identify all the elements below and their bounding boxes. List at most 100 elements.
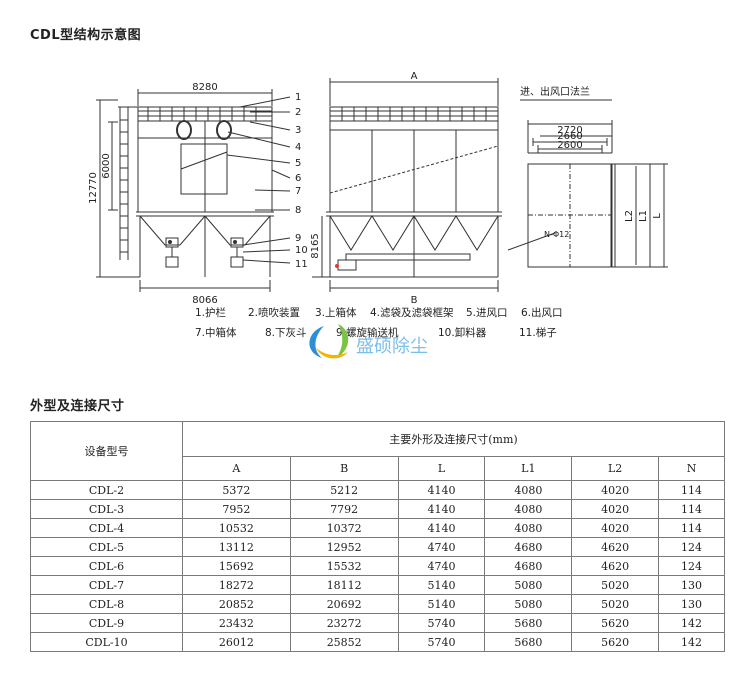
legend-item: 2.喷吹装置 [248,306,300,319]
cell-L2: 5020 [571,594,660,614]
cell-L: 5140 [397,594,486,614]
table-row: CDL-10 26012 25852 5740 5680 5620 142 [30,632,725,652]
cell-N: 130 [658,594,725,614]
cell-A: 10532 [182,518,291,538]
cell-N: 130 [658,575,725,595]
cell-L1: 5680 [484,632,573,652]
cell-L2: 5020 [571,575,660,595]
cell-L2: 5620 [571,613,660,633]
cell-L1: 4680 [484,537,573,557]
cell-N: 114 [658,480,725,500]
cell-A: 26012 [182,632,291,652]
cell-L1: 4080 [484,480,573,500]
dim-height-upper: 6000 [101,153,112,178]
cell-B: 25852 [289,632,399,652]
cell-B: 5212 [289,480,399,500]
column-header: L1 [484,456,573,481]
cell-L1: 5680 [484,613,573,633]
dim-flange-2600: 2600 [557,140,582,151]
cell-L2: 4620 [571,556,660,576]
cell-A: 13112 [182,537,291,557]
cell-model: CDL-6 [30,556,183,576]
legend-item: 9.螺旋输送机 [336,326,399,339]
cell-N: 114 [658,518,725,538]
cell-L1: 5080 [484,575,573,595]
callout-10: 10 [295,245,308,256]
cell-N: 124 [658,556,725,576]
table-row: CDL-4 10532 10372 4140 4080 4020 114 [30,518,725,538]
cell-B: 23272 [289,613,399,633]
cell-model: CDL-7 [30,575,183,595]
structure-diagram: 8280 8066 12770 6000 8165 A B 2720 2660 … [88,71,668,359]
cell-B: 12952 [289,537,399,557]
flange-title: 进、出风口法兰 [520,85,590,98]
table-row: CDL-6 15692 15532 4740 4680 4620 124 [30,556,725,576]
cell-L1: 4680 [484,556,573,576]
cell-L: 4140 [397,499,486,519]
cell-L: 5740 [397,632,486,652]
cell-L: 4140 [397,480,486,500]
cell-L2: 4620 [571,537,660,557]
legend-item: 1.护栏 [195,306,226,319]
legend-item: 11.梯子 [519,326,557,339]
callout-8: 8 [295,205,301,216]
cell-N: 142 [658,632,725,652]
callout-6: 6 [295,173,301,184]
cell-B: 7792 [289,499,399,519]
callout-9: 9 [295,233,301,244]
table-row: CDL-8 20852 20692 5140 5080 5020 130 [30,594,725,614]
dim-flange-2660: 2660 [557,131,582,142]
callout-2: 2 [295,107,301,118]
column-header: B [289,456,399,481]
callout-1: 1 [295,92,301,103]
cell-L2: 4020 [571,518,660,538]
cell-model: CDL-3 [30,499,183,519]
cell-L2: 4020 [571,480,660,500]
legend-item: 8.下灰斗 [265,326,307,339]
dim-flange-2720: 2720 [557,125,582,136]
cell-A: 20852 [182,594,291,614]
legend-item: 7.中箱体 [195,326,237,339]
cell-A: 15692 [182,556,291,576]
cell-A: 18272 [182,575,291,595]
cell-L2: 5620 [571,632,660,652]
dim-bottom-width: 8066 [192,295,217,306]
legend-item: 3.上箱体 [315,306,357,319]
dim-L1: L1 [638,210,649,222]
table-row: CDL-7 18272 18112 5140 5080 5020 130 [30,575,725,595]
dim-L2: L2 [624,210,635,222]
callout-7: 7 [295,186,301,197]
cell-N: 142 [658,613,725,633]
cell-model: CDL-2 [30,480,183,500]
callout-11: 11 [295,259,308,270]
cell-model: CDL-9 [30,613,183,633]
table-row: CDL-5 13112 12952 4740 4680 4620 124 [30,537,725,557]
table-row: CDL-9 23432 23272 5740 5680 5620 142 [30,613,725,633]
legend-item: 4.滤袋及滤袋框架 [370,306,454,319]
column-header: A [182,456,291,481]
watermark-logo: 盛硕除尘 [309,324,428,359]
legend-item: 6.出风口 [521,306,563,319]
cell-B: 15532 [289,556,399,576]
cell-L: 4140 [397,518,486,538]
callout-5: 5 [295,158,301,169]
column-header: L [397,456,486,481]
cell-A: 7952 [182,499,291,519]
spec-table: 设备型号 主要外形及连接尺寸(mm) A B L L1 L2 N CDL-2 5… [30,421,725,652]
column-header: N [658,456,725,481]
cell-L: 5140 [397,575,486,595]
cell-L1: 4080 [484,499,573,519]
dim-height-total: 12770 [88,172,99,204]
cell-L: 4740 [397,537,486,557]
cell-A: 5372 [182,480,291,500]
dim-A: A [411,71,418,82]
cell-L1: 4080 [484,518,573,538]
dim-B: B [411,295,418,306]
legend-item: 5.进风口 [466,307,508,319]
dim-top-width: 8280 [192,82,217,93]
dim-L: L [652,213,663,219]
table-row: CDL-3 7952 7792 4140 4080 4020 114 [30,499,725,519]
cell-A: 23432 [182,613,291,633]
dim-height-lower: 8165 [310,233,321,258]
cell-N: 124 [658,537,725,557]
